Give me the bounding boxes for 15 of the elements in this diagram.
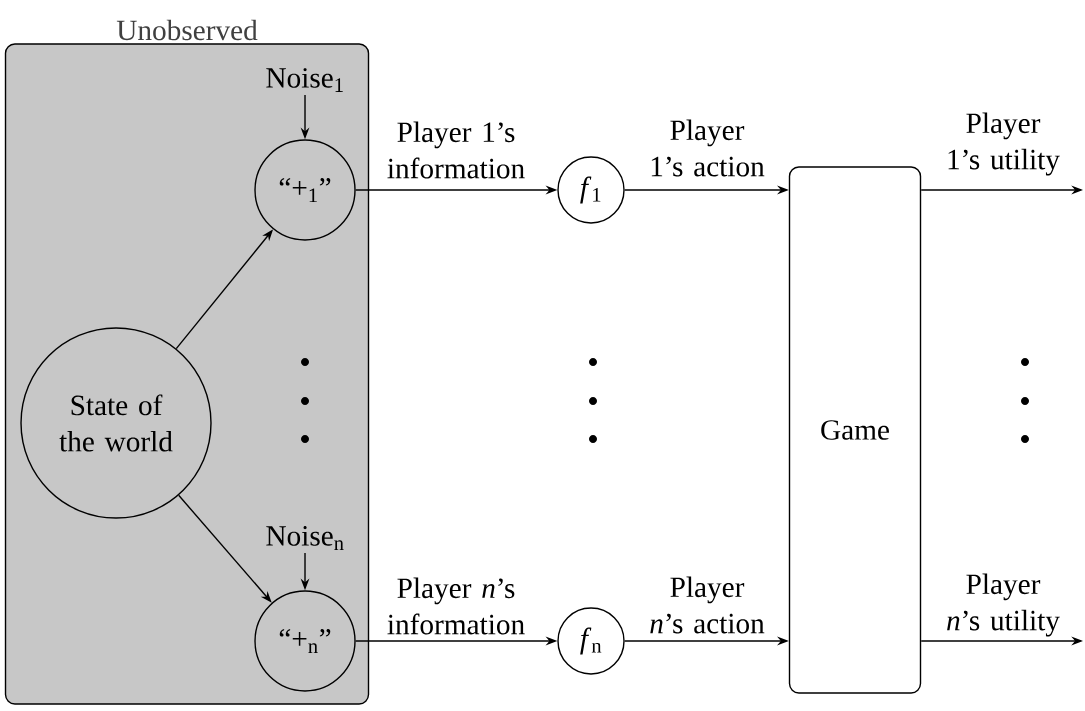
edge-label: Player 1’s utility bbox=[948, 112, 1060, 176]
circle-node: f$_{n}$ bbox=[557, 607, 625, 675]
circle-node: “+$_{n}$” bbox=[254, 590, 356, 692]
circle-node: “+$_{1}$” bbox=[254, 139, 356, 241]
edge-label: Player n’s action bbox=[650, 576, 765, 634]
edge-label: Player n’s utility bbox=[947, 573, 1060, 637]
circle-node: f$_{1}$ bbox=[557, 156, 625, 224]
noise-label: Noise$_{n}$ bbox=[266, 526, 344, 550]
edge-label: Player 1’s information bbox=[387, 121, 525, 179]
node-label: Unobserved bbox=[116, 19, 258, 41]
edge-label: Player 1’s action bbox=[651, 119, 765, 177]
noise-label: Noise$_{1}$ bbox=[266, 68, 343, 92]
circle-node: State of the world bbox=[20, 327, 212, 519]
game-box: Game bbox=[788, 166, 922, 694]
edge-label: Player n’s information bbox=[387, 577, 525, 635]
